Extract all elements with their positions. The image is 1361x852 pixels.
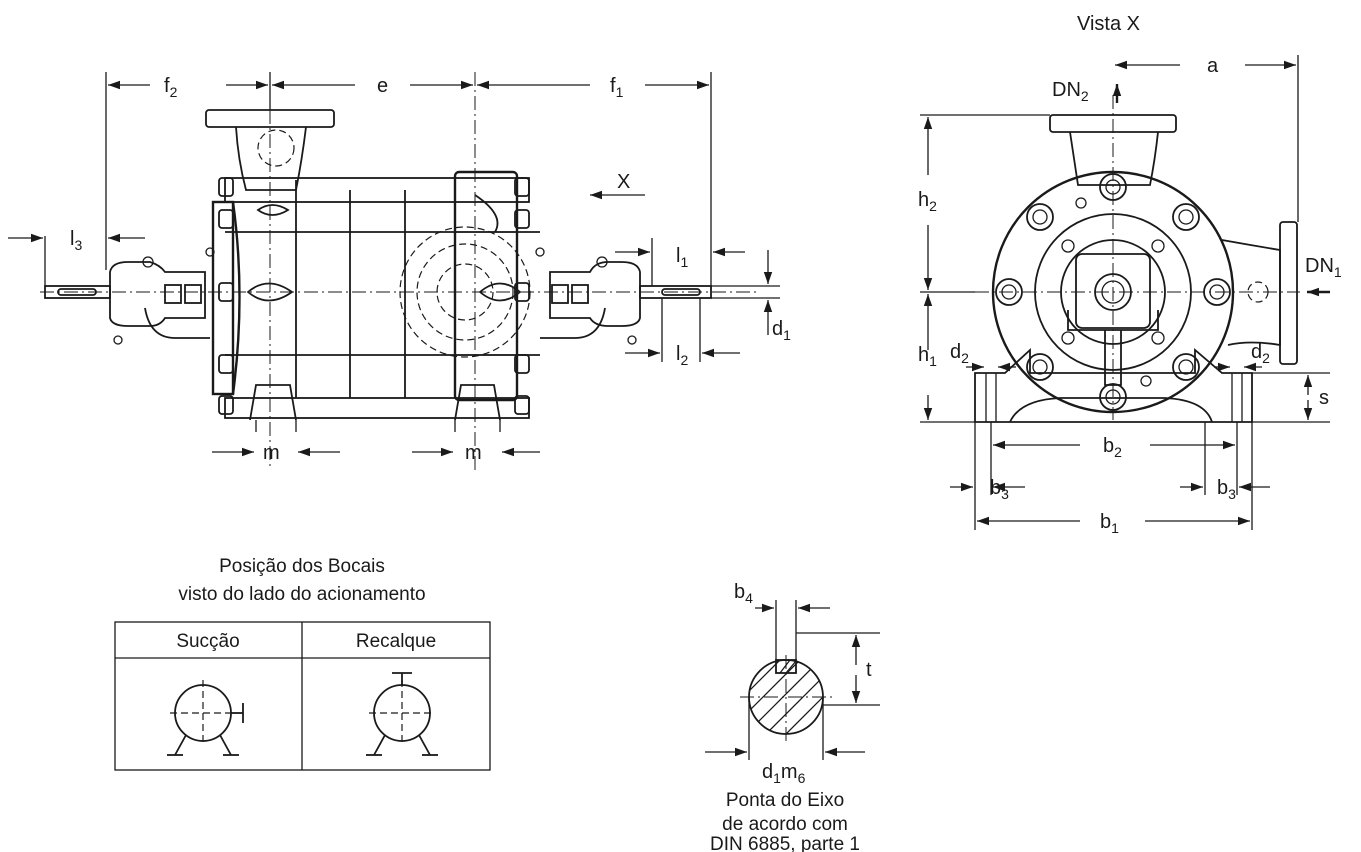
label-l2: l2 [676,343,688,368]
col-suction: Sucção [176,631,239,652]
view-title: Vista X [1077,13,1140,35]
label-b4: b4 [734,581,753,606]
label-d1: d1 [772,318,791,343]
label-l1: l1 [676,245,688,270]
label-h2: h2 [918,189,937,214]
label-f1: f1 [610,75,624,100]
dim-l1 [615,238,745,286]
shaft [40,285,760,299]
label-dn1: DN1 [1305,255,1342,280]
label-d2-left: d2 [950,341,969,366]
front-bolts [995,173,1231,411]
label-t: t [866,659,872,681]
label-f2: f2 [164,75,178,100]
label-s: s [1319,387,1329,409]
left-bearing-housing [109,247,215,345]
suction-symbol [167,680,244,756]
col-discharge: Recalque [356,631,436,652]
label-m-left: m [263,442,280,464]
label-h1: h1 [918,344,937,369]
shaft-end-detail [705,600,880,760]
label-b3-right: b3 [1217,477,1236,502]
table-title-line2: visto do lado do acionamento [178,584,425,605]
shaft-caption-line3: DIN 6885, parte 1 [710,834,860,852]
label-b1: b1 [1100,511,1119,536]
label-x: X [617,171,630,193]
label-dn2: DN2 [1052,79,1089,104]
pump-casing [211,170,540,432]
discharge-symbol [366,672,438,756]
front-view [920,55,1330,530]
dim-l3 [8,233,145,286]
label-b2: b2 [1103,435,1122,460]
discharge-nozzle [205,109,335,191]
right-bearing-housing [535,247,641,345]
label-d2-right: d2 [1251,341,1270,366]
label-d1m6: d1m6 [762,761,806,786]
dim-l2 [625,298,740,362]
label-l3: l3 [70,228,82,253]
dim-d1 [711,250,780,335]
shaft-caption-line2: de acordo com [722,814,848,835]
shaft-caption-line1: Ponta do Eixo [726,790,844,811]
side-view [8,72,780,470]
label-m-right: m [465,442,482,464]
label-b3-left: b3 [990,477,1009,502]
nozzle-position-table [114,621,491,771]
table-title-line1: Posição dos Bocais [219,556,385,577]
label-a: a [1207,55,1219,77]
label-e: e [377,75,388,97]
